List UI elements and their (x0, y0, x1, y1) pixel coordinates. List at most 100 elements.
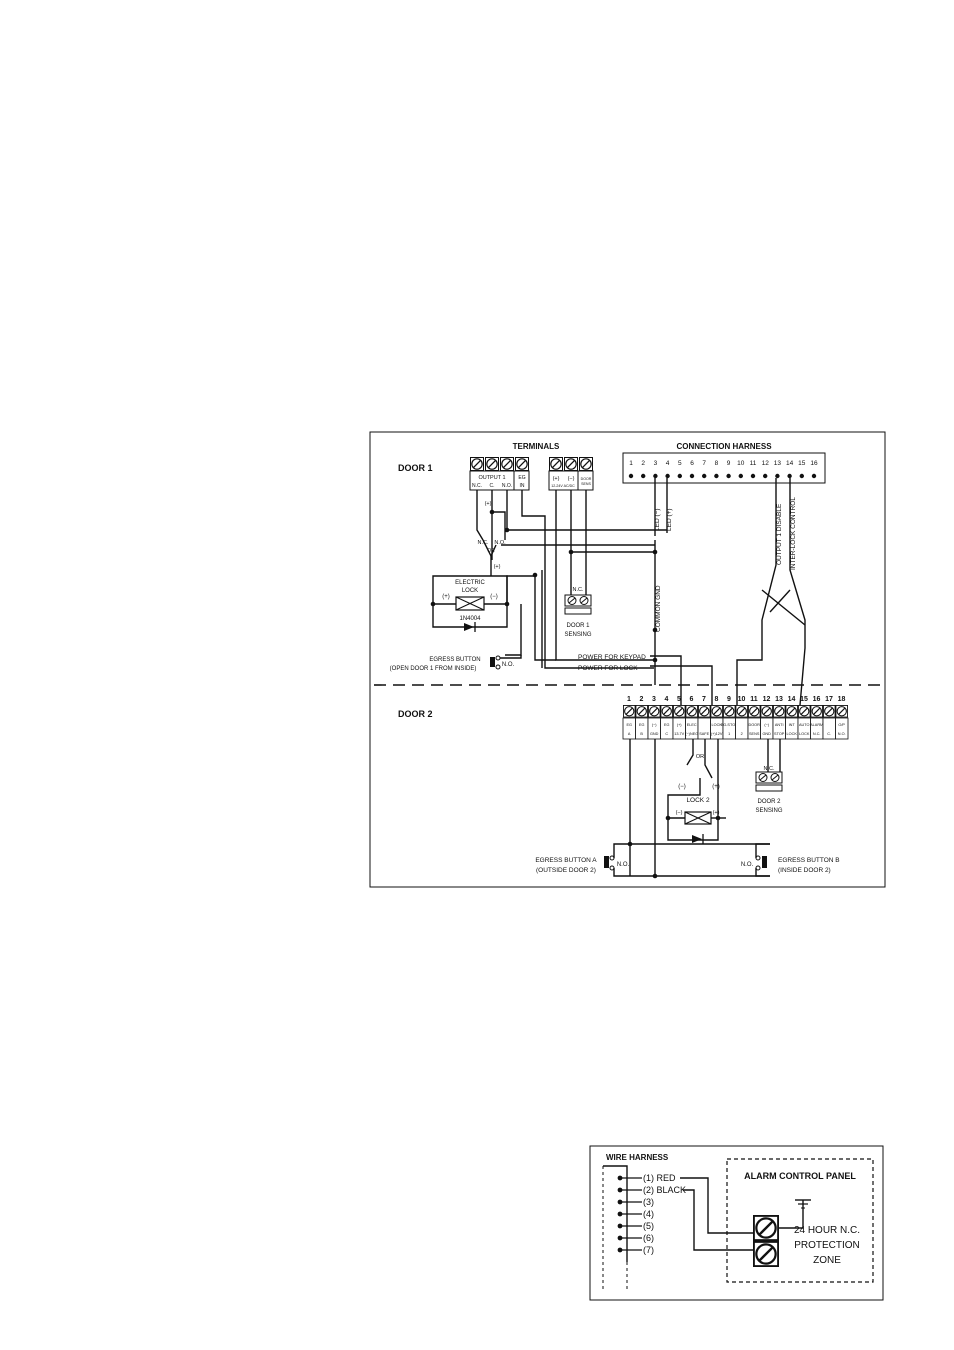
svg-text:EGRESS BUTTON B: EGRESS BUTTON B (778, 857, 840, 864)
door2-terminal-number: 1 (627, 696, 631, 703)
door2-screw-terminal (810, 705, 823, 718)
harness-wire-label: (3) (643, 1197, 654, 1207)
door2-terminal-label: (−) (764, 723, 769, 727)
harness-pin (811, 473, 817, 479)
svg-text:(INSIDE DOOR 2): (INSIDE DOOR 2) (778, 867, 831, 874)
door2-terminal-label: ELEC (687, 723, 697, 727)
door2-screw-terminal (773, 705, 786, 718)
svg-text:1N4004: 1N4004 (459, 616, 481, 622)
door2-screw-terminal (835, 705, 848, 718)
svg-text:LOCK: LOCK (462, 588, 478, 594)
harness-pin-number: 4 (666, 460, 670, 467)
svg-text:(−): (−) (490, 594, 498, 600)
harness-pin (750, 473, 756, 479)
door2-terminal-number: 13 (775, 696, 783, 703)
led-pos-label: LED (+) (666, 508, 673, 531)
harness-pin (799, 473, 804, 479)
svg-text:(−): (−) (676, 810, 683, 816)
alarm-control-panel (726, 1158, 874, 1283)
door2-terminal-number: 14 (788, 696, 796, 703)
door2-terminal-label: INT (789, 723, 796, 727)
svg-text:C.: C. (490, 483, 495, 489)
svg-text:DOOR 2: DOOR 2 (757, 799, 781, 805)
door2-terminal-block: 1EGA2EGB3(−)GND4EGC5(+)13.7V6ELEC(−)NEG7… (622, 696, 849, 740)
svg-text:24 HOUR N.C.: 24 HOUR N.C. (794, 1225, 860, 1236)
harness-pin-number: 15 (798, 460, 806, 467)
harness-pin (787, 473, 792, 479)
door2-terminal-label: C (665, 732, 668, 736)
wire-harness-title: WIRE HARNESS (606, 1153, 669, 1162)
door2-screw-terminal (698, 705, 711, 718)
svg-text:OR: OR (696, 754, 704, 760)
no-label-d1: N.O. (494, 540, 506, 546)
door2-screw-terminal (760, 705, 773, 718)
door2-terminal-number: 7 (702, 696, 706, 703)
svg-text:EGRESS BUTTON: EGRESS BUTTON (429, 657, 480, 663)
svg-text:EG: EG (518, 475, 525, 481)
harness-pin (665, 473, 670, 479)
harness-pin-number: 11 (750, 460, 757, 467)
harness-pin-number: 6 (690, 460, 694, 467)
wire-harness-connector: (1) RED(2) BLACK(3)(4)(5)(6)(7) (602, 1165, 686, 1290)
svg-text:SENS: SENS (581, 482, 591, 486)
door2-screw-terminal (785, 705, 798, 718)
door2-screw-terminal (623, 705, 636, 718)
door2-terminal-label: N.C. (813, 732, 821, 736)
svg-text:PROTECTION: PROTECTION (794, 1240, 860, 1251)
harness-pin-number: 14 (786, 460, 794, 467)
harness-wire-label: (6) (643, 1233, 654, 1243)
door2-terminal-label: LOCK (799, 732, 810, 736)
egress-button-door1: EGRESS BUTTON (OPEN DOOR 1 FROM INSIDE) … (390, 655, 522, 672)
harness-pin-number: 8 (715, 460, 719, 467)
alarm-frame (589, 1145, 884, 1301)
harness-pin (726, 473, 731, 479)
harness-pin (763, 473, 768, 479)
door2-label: DOOR 2 (398, 709, 433, 719)
door2-terminal-number: 12 (763, 696, 771, 703)
harness-pin-number: 12 (762, 460, 770, 467)
svg-text:ZONE: ZONE (813, 1255, 841, 1266)
door2-terminal-number: 2 (640, 696, 644, 703)
door2-screw-terminal (685, 705, 698, 718)
door2-screw-terminal (710, 705, 723, 718)
door2-terminal-label: LOCK (712, 723, 723, 727)
harness-pin-number: 13 (774, 460, 782, 467)
harness-title: CONNECTION HARNESS (676, 442, 772, 451)
door2-screw-terminal (635, 705, 648, 718)
svg-text:DOOR 1: DOOR 1 (566, 623, 590, 629)
door1-terminal-block: OUTPUT 1 N.C. C. N.O. EG IN (469, 457, 530, 491)
door2-terminal-label: EG-STOP (721, 723, 738, 727)
svg-text:(−): (−) (568, 476, 575, 482)
svg-text:IN: IN (520, 483, 525, 489)
electric-lock: ELECTRIC LOCK (+) (−) 1N4004 (433, 580, 507, 632)
svg-text:(+): (+) (712, 784, 720, 790)
harness-wire-label: (7) (643, 1245, 654, 1255)
harness-wire-label: (2) BLACK (643, 1185, 686, 1195)
harness-pin (641, 473, 646, 479)
wiring-frame (369, 431, 886, 888)
egress-button-a: EGRESS BUTTON A (OUTSIDE DOOR 2) N.O. (535, 843, 655, 877)
nc-label-d1: N.C. (478, 540, 489, 546)
door2-terminal-label: ALARM (810, 723, 823, 727)
door2-sensor: N.C. DOOR 2 SENSING (755, 766, 782, 814)
door2-screw-terminal (648, 705, 661, 718)
door2-screw-terminal (748, 705, 761, 718)
svg-text:OUTPUT 1: OUTPUT 1 (478, 475, 505, 481)
door2-screw-terminal (673, 705, 686, 718)
svg-text:(OUTSIDE DOOR 2): (OUTSIDE DOOR 2) (536, 867, 596, 874)
door2-terminal-label: EG (639, 723, 645, 727)
door2-terminal-label: N.O. (838, 732, 846, 736)
svg-text:SENSING: SENSING (564, 632, 591, 638)
door2-terminal-label: ANTI (775, 723, 784, 727)
svg-text:(+): (+) (553, 476, 560, 482)
svg-text:N.O.: N.O. (617, 862, 630, 868)
door2-terminal-label: SAFE (699, 732, 709, 736)
harness-pin-number: 10 (737, 460, 745, 467)
harness-pin (677, 473, 682, 479)
svg-text:EGRESS BUTTON A: EGRESS BUTTON A (535, 857, 597, 864)
protection-zone-terminals: 24 HOUR N.C. PROTECTION ZONE (753, 1199, 860, 1267)
door2-terminal-label: 2 (741, 732, 743, 736)
door2-screw-terminal (823, 705, 836, 718)
door2-terminal-label: (−) (652, 723, 657, 727)
